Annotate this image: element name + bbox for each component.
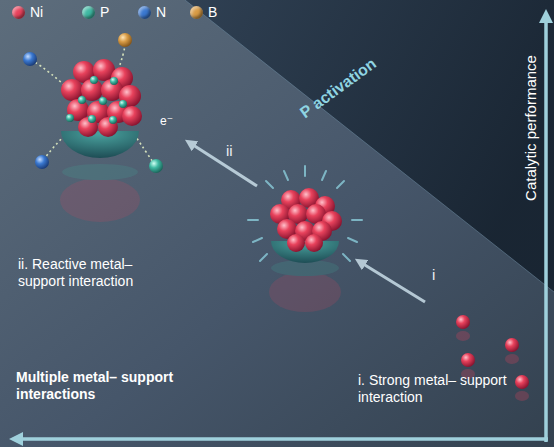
support [271, 241, 339, 263]
legend-swatch [138, 6, 151, 19]
legend-text: Ni [30, 4, 43, 20]
atom-reflections [456, 331, 529, 401]
axis-label: Multiple metal– support interactions [16, 369, 174, 403]
stage-label: i. Strong metal– support interaction [358, 372, 508, 406]
electron-label: e⁻ [160, 114, 173, 128]
axis-label: Catalytic performance [522, 55, 540, 201]
performance-axis [544, 16, 548, 442]
legend-text: P [100, 4, 109, 20]
ni-cluster [270, 188, 342, 252]
legend-text: B [208, 4, 217, 20]
legend-item: P [82, 4, 109, 20]
step-number: ii [226, 142, 233, 160]
stage-label: ii. Reactive metal– support interaction [18, 256, 168, 290]
legend-item: N [138, 4, 166, 20]
cluster-reflection [60, 164, 140, 222]
interaction-axis [16, 437, 548, 441]
support [61, 131, 139, 158]
legend-item: B [190, 4, 217, 20]
legend-swatch [190, 6, 203, 19]
legend-text: N [156, 4, 166, 20]
legend-item: Ni [12, 4, 43, 20]
step-arrow [190, 143, 257, 186]
legend-swatch [82, 6, 95, 19]
step-number: i [432, 266, 435, 284]
panel-edge [185, 0, 554, 292]
bond-lines [33, 45, 153, 162]
dark-panel [185, 0, 554, 292]
step-arrow [360, 262, 425, 302]
nip-cluster [61, 59, 142, 137]
legend-swatch [12, 6, 25, 19]
dopant-atoms [23, 33, 163, 173]
cluster-reflection [269, 260, 341, 312]
